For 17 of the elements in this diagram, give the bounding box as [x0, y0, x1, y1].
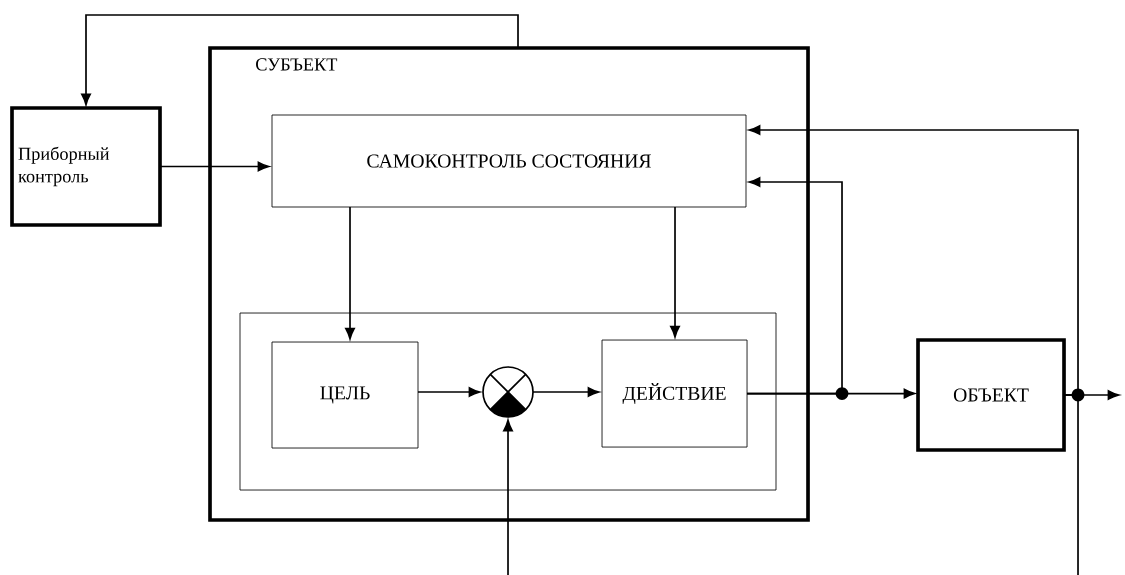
arrow [670, 206, 680, 338]
frame-box [239, 312, 777, 491]
arrow [417, 387, 481, 397]
arrow [345, 206, 355, 340]
process-box: ЦЕЛЬ [271, 341, 419, 449]
object-box: ОБЪЕКТ [916, 338, 1066, 452]
process-box: САМОКОНТРОЛЬ СОСТОЯНИЯ [271, 114, 747, 208]
arrow [532, 387, 600, 397]
arrow [746, 177, 843, 395]
arrow [159, 161, 270, 172]
process-box: ДЕЙСТВИЕ [601, 339, 748, 448]
arrow [81, 14, 519, 106]
arrow [748, 125, 1079, 396]
comparator-circle [482, 366, 534, 418]
process-box: Приборный контроль [10, 106, 162, 227]
arrow [503, 419, 513, 575]
box-heading: СУБЪЕКТ [256, 58, 338, 71]
